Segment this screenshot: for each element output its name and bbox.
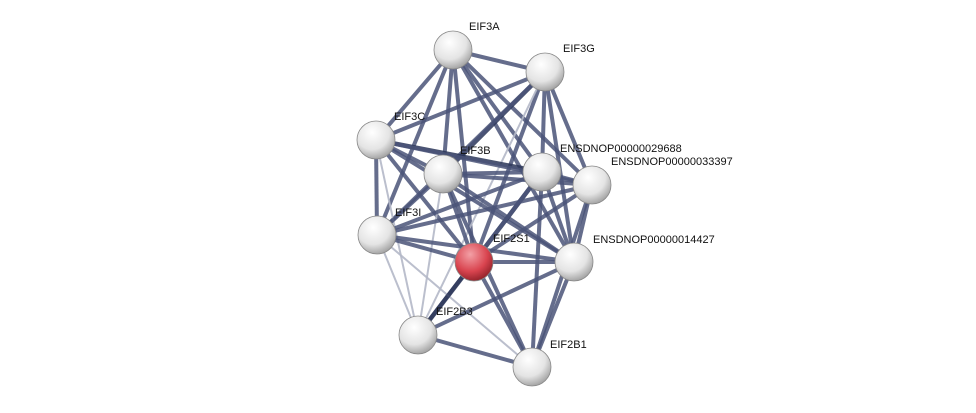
- node-label: EIF3I: [395, 207, 421, 219]
- node-eif3g[interactable]: EIF3G: [525, 43, 595, 92]
- node-eif3a[interactable]: EIF3A: [433, 21, 500, 70]
- node-circle[interactable]: [356, 120, 396, 160]
- node-label: EIF2B3: [436, 306, 473, 318]
- node-circle[interactable]: [357, 215, 397, 255]
- node-n33397[interactable]: ENSDNOP00000033397: [572, 156, 733, 205]
- edge-N14427-EIF2B3[interactable]: [417, 260, 575, 337]
- node-eif3i[interactable]: EIF3I: [357, 207, 421, 255]
- node-n14427[interactable]: ENSDNOP00000014427: [554, 234, 715, 282]
- node-circle[interactable]: [525, 52, 565, 92]
- edge-EIF3A-EIF3C[interactable]: [374, 48, 455, 142]
- node-circle[interactable]: [554, 242, 594, 282]
- edge-EIF2S1-EIF2B1[interactable]: [472, 261, 534, 368]
- node-label: ENSDNOP00000014427: [593, 234, 715, 246]
- node-label: EIF2S1: [493, 233, 530, 245]
- edge-N33397-EIF3I[interactable]: [376, 183, 593, 237]
- edge-EIF3A-N29688[interactable]: [451, 48, 544, 174]
- node-eif2b3[interactable]: EIF2B3: [398, 306, 473, 355]
- edge-N29688-EIF3I[interactable]: [376, 170, 543, 237]
- edge-EIF3I-EIF2B1[interactable]: [376, 234, 533, 368]
- node-circle[interactable]: [433, 30, 473, 70]
- node-circle[interactable]: [454, 242, 494, 282]
- node-eif3b[interactable]: EIF3B: [423, 145, 491, 194]
- node-label: EIF2B1: [550, 339, 587, 351]
- node-label: EIF3A: [469, 21, 500, 33]
- edge-EIF3G-N33397[interactable]: [543, 71, 594, 186]
- node-label: EIF3G: [563, 43, 595, 55]
- node-circle[interactable]: [398, 315, 438, 355]
- node-label: ENSDNOP00000029688: [560, 143, 682, 155]
- node-eif2s1[interactable]: EIF2S1: [454, 233, 530, 282]
- node-label: EIF3B: [460, 145, 491, 157]
- edge-EIF3B-EIF2B3[interactable]: [417, 173, 444, 336]
- edge-EIF3C-EIF2S1[interactable]: [374, 138, 476, 264]
- edge-EIF3G-EIF3C[interactable]: [375, 70, 546, 142]
- node-eif3c[interactable]: EIF3C: [356, 111, 425, 160]
- node-circle[interactable]: [512, 347, 552, 387]
- edge-N29688-EIF2B1[interactable]: [530, 171, 544, 368]
- node-n29688[interactable]: ENSDNOP00000029688: [522, 143, 682, 192]
- node-label: EIF3C: [394, 111, 425, 123]
- node-label: ENSDNOP00000033397: [611, 156, 733, 168]
- node-eif2b1[interactable]: EIF2B1: [512, 339, 587, 387]
- node-circle[interactable]: [423, 154, 463, 194]
- node-circle[interactable]: [572, 165, 612, 205]
- node-circle[interactable]: [522, 152, 562, 192]
- edge-EIF2B3-EIF2B1[interactable]: [417, 333, 533, 369]
